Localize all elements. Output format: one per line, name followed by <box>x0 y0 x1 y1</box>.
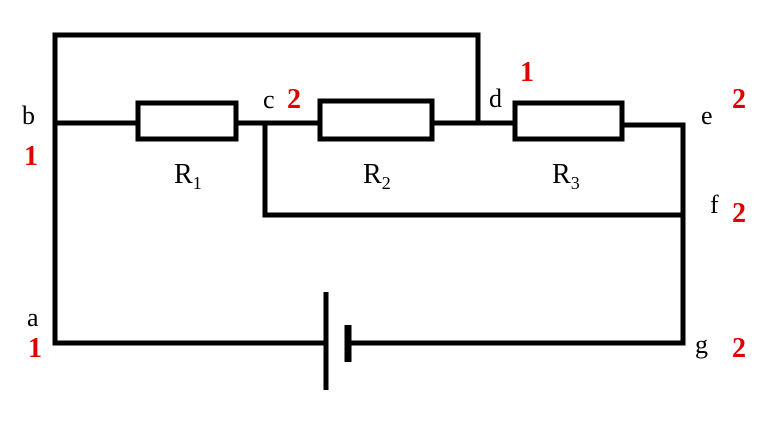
wires <box>52 32 686 346</box>
node-label-f: f <box>710 190 719 219</box>
resistor-letter: R <box>552 159 571 190</box>
potential-f: 2 <box>732 198 746 229</box>
resistors <box>135 98 625 142</box>
resistor-subscript: 1 <box>193 173 202 193</box>
node-label-a: a <box>27 303 39 332</box>
resistor-label-r3: R3 <box>552 159 580 193</box>
wire-c-f <box>262 120 686 218</box>
potential-c: 2 <box>287 84 301 115</box>
potential-d: 1 <box>520 57 534 88</box>
battery-cell-icon <box>323 292 352 390</box>
node-label-c: c <box>263 85 275 114</box>
node-label-g: g <box>695 330 708 359</box>
resistor-subscript: 3 <box>571 173 580 193</box>
wire-top-loop <box>52 32 481 126</box>
potential-e: 2 <box>732 84 746 115</box>
node-label-d: d <box>489 84 502 113</box>
resistor-r2 <box>317 98 435 142</box>
node-label-b: b <box>22 101 35 130</box>
resistor-subscript: 2 <box>382 173 391 193</box>
potential-a: 1 <box>28 333 42 364</box>
resistor-letter: R <box>174 159 193 190</box>
potential-b: 1 <box>24 141 38 172</box>
resistor-label-r2: R2 <box>363 159 391 193</box>
resistor-letter: R <box>363 159 382 190</box>
potential-g: 2 <box>732 333 746 364</box>
resistor-r1 <box>135 100 239 142</box>
resistor-r3 <box>512 100 625 142</box>
node-label-e: e <box>701 101 713 130</box>
resistor-label-r1: R1 <box>174 159 202 193</box>
